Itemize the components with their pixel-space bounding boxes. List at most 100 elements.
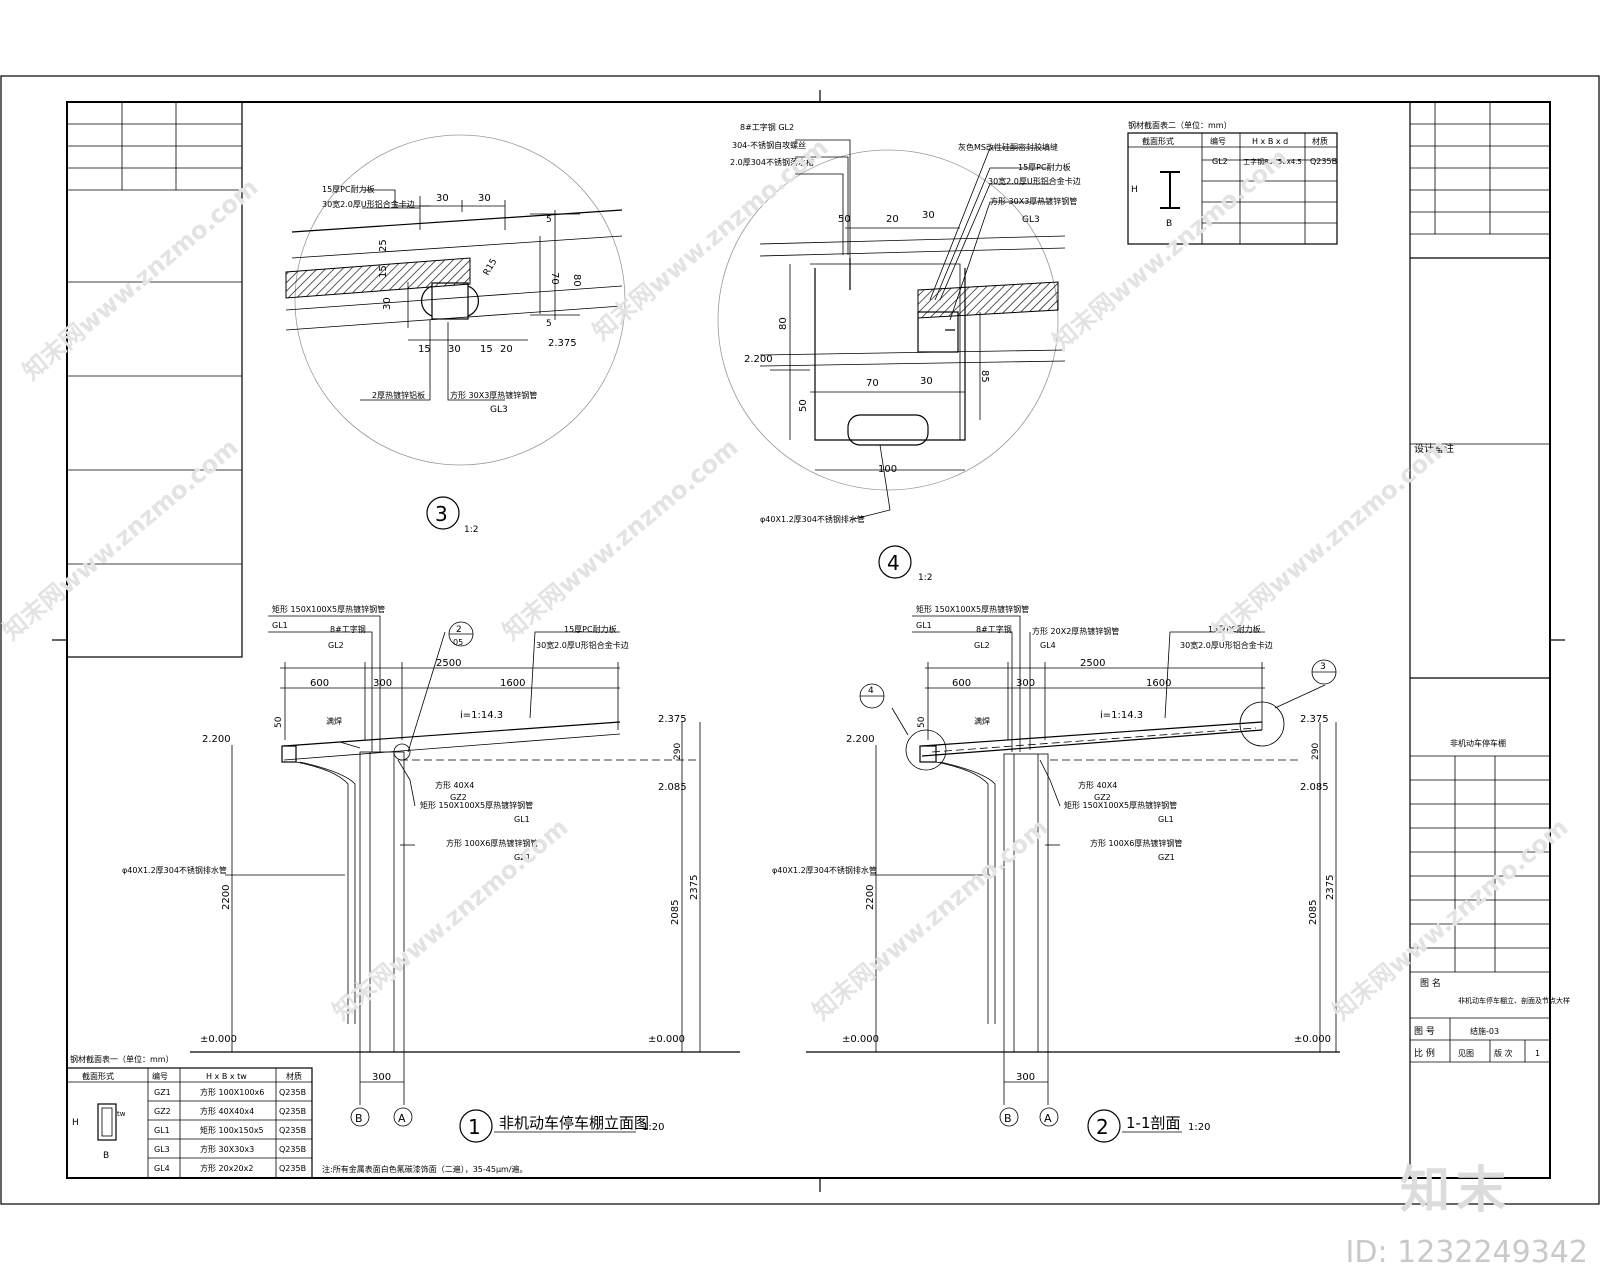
detail4-marker <box>878 545 912 579</box>
detail4-scale: 1:2 <box>918 573 932 583</box>
elev1-axis-b: B <box>355 1112 363 1125</box>
drawing-number: 结施-03 <box>1470 1026 1499 1036</box>
detail-3: 15厚PC耐力板 30宽2.0厚U形铝合金卡边 2厚热镀锌铝板 方形 30X3厚… <box>285 134 626 535</box>
elev2-callout-gl2-desc: 8#工字钢 <box>976 624 1012 634</box>
elev2-level: 2.375 <box>1300 714 1329 725</box>
detail3-dim: 30 <box>448 344 461 355</box>
table1-sym: tw <box>117 1110 126 1118</box>
table1-header: H x B x tw <box>206 1072 247 1081</box>
elev2-callout-gl1-desc2: 矩形 150X100X5厚热镀锌钢管 <box>1064 800 1177 810</box>
detail4-dim: 30 <box>922 210 935 221</box>
elev2-dim: 300 <box>1016 678 1035 689</box>
inner-border <box>66 101 1551 1179</box>
table1-header: 材质 <box>286 1071 302 1081</box>
brand-logo: 知末 <box>1400 1161 1512 1219</box>
elev1-dim: 2085 <box>670 900 681 925</box>
table2-header: 编号 <box>1210 136 1226 146</box>
elev2-callout-uedge: 30宽2.0厚U形铝合金卡边 <box>1180 640 1273 650</box>
detail3-callout-uedge: 30宽2.0厚U形铝合金卡边 <box>322 199 415 209</box>
table1-cell: 方形 30X30x3 <box>200 1144 254 1154</box>
elev2-callout-gl4-desc: 方形 20X2厚热镀锌钢管 <box>1032 626 1119 636</box>
detail4-callout-gl2: 8#工字钢 GL2 <box>740 122 794 132</box>
drawing-title-label: 图 名 <box>1420 977 1441 989</box>
scale-label: 比 例 <box>1414 1047 1435 1059</box>
detail4-dim: 85 <box>979 370 990 383</box>
detail3-callout-gl3: GL3 <box>490 405 508 415</box>
detail3-marker <box>426 496 460 530</box>
elev1-ref-num: 2 <box>456 625 462 635</box>
elev2-callout-gz2: GZ2 <box>1094 793 1111 802</box>
elev1-level: 2.200 <box>202 734 231 745</box>
table1-title: 钢材截面表一（单位：mm） <box>70 1054 174 1064</box>
elev1-scale: 1:20 <box>642 1122 664 1133</box>
elev2-dim: 2085 <box>1308 900 1319 925</box>
detail4-dim: 50 <box>838 214 851 225</box>
elev2-callout-gz2-desc: 方形 40X4 <box>1078 780 1117 790</box>
table1-cell: GZ1 <box>154 1088 171 1097</box>
detail-4: 8#工字钢 GL2 304-不锈钢自攻螺丝 2.0厚304不锈钢落水槽 灰色MS… <box>717 122 1081 583</box>
elev1-callout-gz2: GZ2 <box>450 793 467 802</box>
steel-table-2: 钢材截面表二（单位：mm） 截面形式 编号 H x B x d 材质 GL2 工… <box>1127 120 1338 245</box>
elev2-dim: 2200 <box>865 885 876 910</box>
elev1-callout-gl1: GL1 <box>272 621 288 630</box>
elev2-scale: 1:20 <box>1188 1122 1210 1133</box>
detail3-dim: 20 <box>500 344 513 355</box>
elev2-callout-gl1-desc: 矩形 150X100X5厚热镀锌钢管 <box>916 604 1029 614</box>
drawing-number-label: 图 号 <box>1414 1026 1435 1037</box>
elev1-dim: 600 <box>310 678 329 689</box>
drawing-title: 非机动车停车棚立、剖面及节点大样 <box>1458 996 1570 1005</box>
detail3-callout-plate: 2厚热镀锌铝板 <box>372 390 425 400</box>
detail4-label: 4 <box>887 551 900 575</box>
image-id: ID: 1232249342 <box>1345 1235 1588 1270</box>
detail4-level: 2.200 <box>744 354 773 365</box>
project-name: 非机动车停车棚 <box>1450 738 1506 748</box>
table2-header: 截面形式 <box>1142 136 1174 146</box>
detail3-dim: 80 <box>571 274 582 287</box>
design-note-label: 设计备注 <box>1414 442 1454 455</box>
elev1-slope: i=1:14.3 <box>460 710 503 721</box>
detail4-callout-gutter: 2.0厚304不锈钢落水槽 <box>730 157 814 167</box>
detail3-dim: R15 <box>482 257 500 277</box>
elev2-dim: 2375 <box>1325 875 1336 900</box>
table1-cell: GL1 <box>154 1126 170 1135</box>
detail4-dim: 80 <box>778 317 789 330</box>
detail3-dim: 30 <box>478 193 491 204</box>
scale-value: 见图 <box>1458 1049 1474 1058</box>
elev1-ref-sheet: 05 <box>453 638 463 647</box>
elev1-weld: 满焊 <box>326 716 342 726</box>
elev2-dim: 2500 <box>1080 658 1105 669</box>
detail4-dim: 30 <box>920 376 933 387</box>
detail3-dim: 5 <box>546 319 552 329</box>
table1-cell: Q235B <box>279 1145 306 1154</box>
detail4-callout-pc: 15厚PC耐力板 <box>1018 162 1071 172</box>
detail3-dim: 5 <box>546 215 552 225</box>
elev1-dim: 1600 <box>500 678 525 689</box>
elev2-axis-a: A <box>1044 1112 1052 1125</box>
elev1-dim: 290 <box>673 743 683 760</box>
elev1-callout-gl1b: GL1 <box>514 815 530 824</box>
table1-cell: 方形 40X40x4 <box>200 1106 254 1116</box>
general-note: 注:所有金属表面白色氟碳漆饰面（二遍），35-45μm/遍。 <box>322 1164 528 1174</box>
elev2-callout-gl1b: GL1 <box>1158 815 1174 824</box>
elev1-axis-a: A <box>398 1112 406 1125</box>
table2-header: H x B x d <box>1252 137 1288 146</box>
detail4-dim: 70 <box>866 378 879 389</box>
elev2-callout-gl4: GL4 <box>1040 641 1056 650</box>
elev1-callout-gl2-desc: 8#工字钢 <box>330 624 366 634</box>
detail3-dim: 30 <box>436 193 449 204</box>
table2-cell: 工字钢80X50x4.5 <box>1243 157 1302 166</box>
elev2-title: 1-1剖面 <box>1126 1114 1181 1132</box>
elev2-level: ±0.000 <box>1294 1034 1331 1045</box>
detail3-dim: 30 <box>382 297 393 310</box>
table1-sym: B <box>103 1151 109 1161</box>
elev1-callout-gz2-desc: 方形 40X4 <box>435 780 474 790</box>
version-label: 版 次 <box>1494 1048 1513 1058</box>
detail3-dim: 15 <box>480 344 493 355</box>
table1-sym: H <box>72 1118 79 1128</box>
elev2-weld: 满焊 <box>974 716 990 726</box>
elev1-dim: 2375 <box>689 875 700 900</box>
table2-header: 材质 <box>1312 136 1328 146</box>
elev1-dim: 2500 <box>436 658 461 669</box>
elev2-ref-4: 4 <box>868 686 874 696</box>
